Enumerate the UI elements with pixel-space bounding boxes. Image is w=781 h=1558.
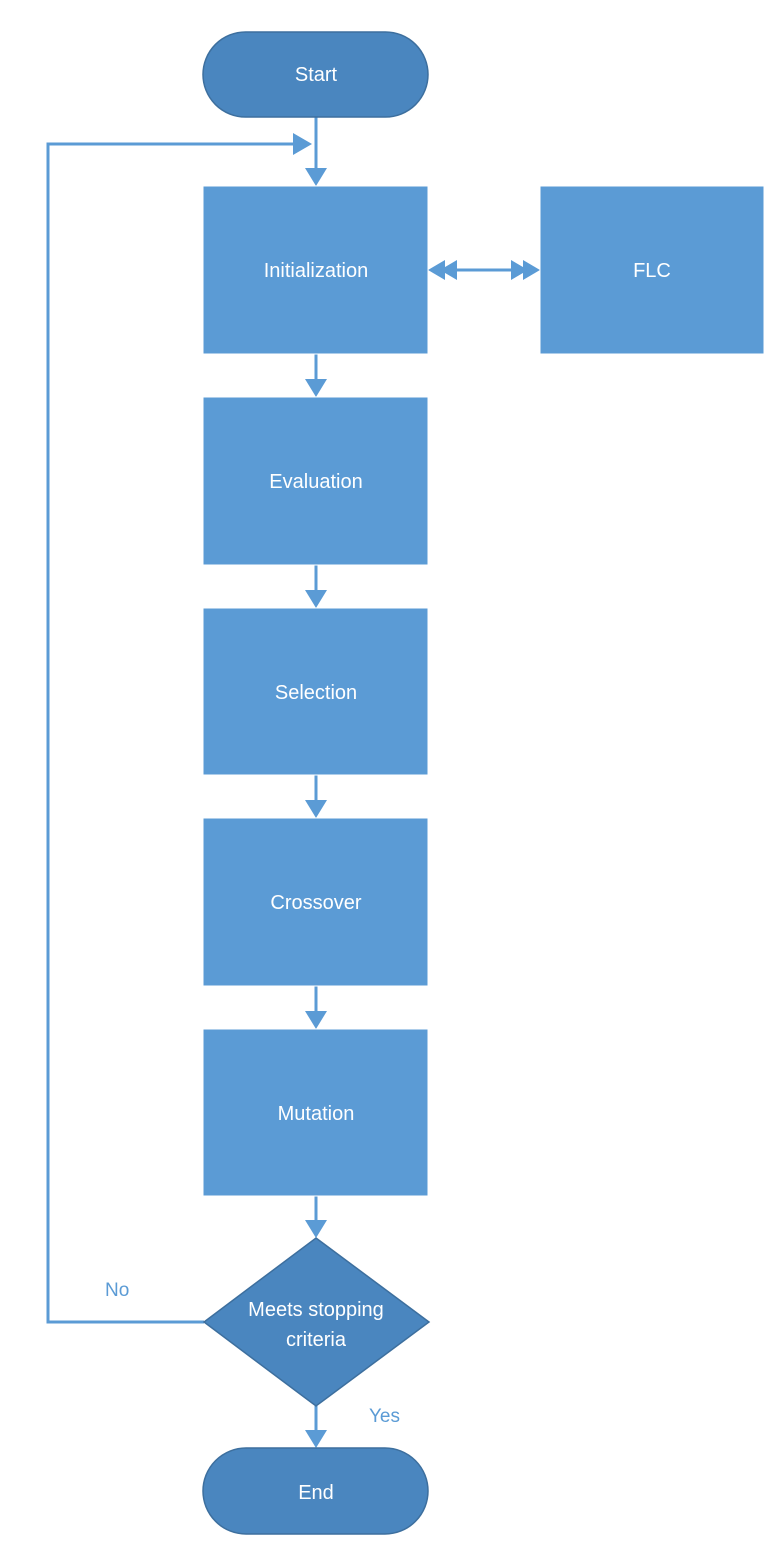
arrowhead-evaluation (305, 379, 327, 397)
mutation-box (202, 1028, 429, 1197)
edge-no-loop (46, 142, 295, 1324)
arrowhead-initialization (305, 168, 327, 186)
decision-label-line2: criteria (286, 1329, 347, 1351)
arrowhead-selection (305, 590, 327, 608)
evaluation-label: Evaluation (269, 471, 362, 493)
arrowhead-end (305, 1430, 327, 1448)
arrowhead-left-2 (440, 260, 457, 280)
arrowhead-right-2 (511, 260, 528, 280)
decision-label-line1: Meets stopping (248, 1299, 384, 1321)
arrowhead-crossover (305, 800, 327, 818)
arrowhead-right-1 (523, 260, 540, 280)
crossover-label: Crossover (270, 892, 361, 914)
flc-box (539, 185, 765, 355)
arrowhead-decision (305, 1220, 327, 1238)
flc-label: FLC (633, 260, 671, 282)
start-label: Start (295, 64, 338, 86)
mutation-label: Mutation (278, 1103, 355, 1125)
start-terminal (202, 31, 429, 118)
arrowhead-loop (293, 133, 312, 155)
initialization-box (202, 185, 429, 355)
no-label: No (105, 1280, 129, 1301)
decision-diamond (202, 1237, 431, 1407)
crossover-box (202, 817, 429, 987)
arrowhead-left-1 (428, 260, 445, 280)
end-label: End (298, 1482, 334, 1504)
arrowhead-mutation (305, 1011, 327, 1029)
selection-box (202, 607, 429, 776)
end-terminal (202, 1447, 429, 1535)
evaluation-box (202, 396, 429, 566)
selection-label: Selection (275, 682, 357, 704)
yes-label: Yes (369, 1406, 400, 1427)
initialization-label: Initialization (264, 260, 369, 282)
